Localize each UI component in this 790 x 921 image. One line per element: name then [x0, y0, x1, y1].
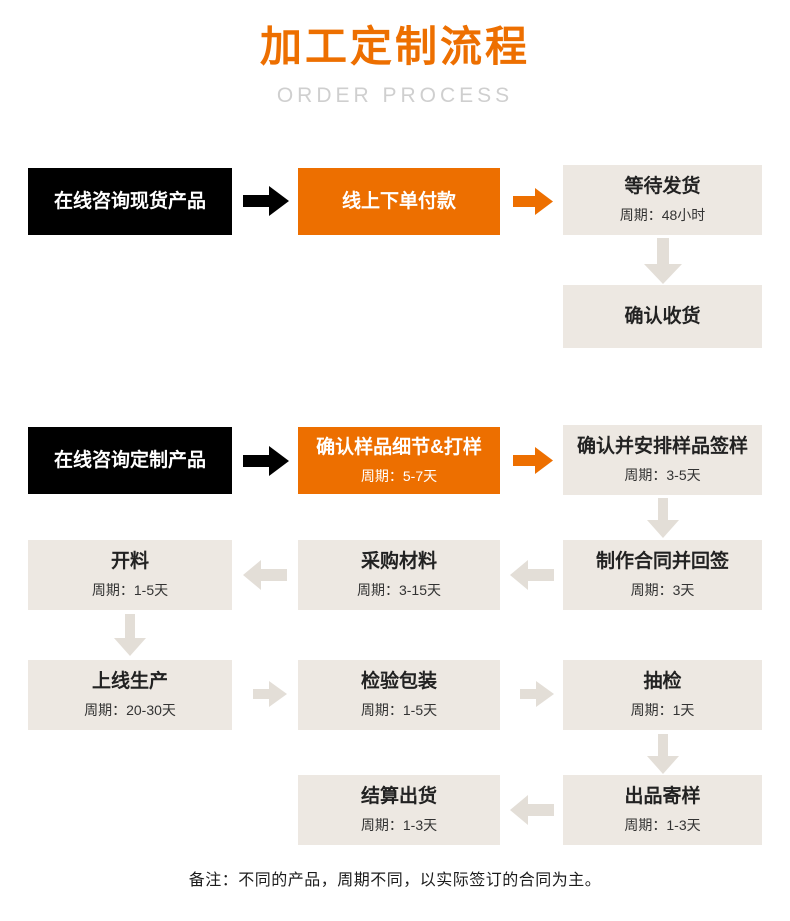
arrow-down-gray-to-shipsample [647, 734, 679, 774]
arrow-right-black-custom [243, 446, 289, 476]
step-duration: 周期：1天 [630, 702, 695, 718]
step-title: 结算出货 [360, 786, 437, 807]
arrow-down-gray-to-contract [647, 498, 679, 538]
step-cut-materials[interactable]: 开料 周期：1-5天 [28, 540, 232, 610]
step-title: 开料 [110, 551, 149, 572]
arrow-down-gray-stock [644, 238, 682, 284]
step-title: 制作合同并回签 [595, 551, 729, 572]
step-title: 确认样品细节&打样 [316, 436, 482, 458]
arrow-left-gray-to-cutting [243, 560, 287, 590]
step-settle-shipment[interactable]: 结算出货 周期：1-3天 [298, 775, 500, 845]
step-duration: 周期：1-3天 [360, 817, 438, 833]
step-duration: 周期：5-7天 [360, 467, 438, 484]
arrow-right-orange-stock [513, 188, 553, 215]
arrow-left-gray-to-settlement [510, 795, 554, 825]
step-title: 采购材料 [360, 551, 437, 572]
step-start-production[interactable]: 上线生产 周期：20-30天 [28, 660, 232, 730]
step-title: 在线咨询现货产品 [53, 190, 206, 212]
step-title: 等待发货 [624, 176, 701, 197]
step-duration: 周期：48小时 [619, 207, 706, 223]
step-duration: 周期：1-5天 [360, 702, 438, 718]
step-confirm-receipt[interactable]: 确认收货 [563, 285, 762, 348]
step-await-shipment[interactable]: 等待发货 周期：48小时 [563, 165, 762, 235]
step-duration: 周期：1-3天 [624, 817, 701, 833]
step-title: 线上下单付款 [341, 190, 456, 212]
step-duration: 周期：3天 [630, 582, 695, 598]
page-header: 加工定制流程 ORDER PROCESS [0, 20, 790, 112]
page-subtitle: ORDER PROCESS [276, 84, 514, 107]
step-purchase-materials[interactable]: 采购材料 周期：3-15天 [298, 540, 500, 610]
step-title: 确认收货 [624, 305, 701, 327]
step-arrange-sample-signoff[interactable]: 确认并安排样品签样 周期：3-5天 [563, 425, 762, 495]
step-duration: 周期：20-30天 [84, 702, 176, 718]
arrow-right-black-stock [243, 186, 289, 216]
step-custom-inquiry[interactable]: 在线咨询定制产品 [28, 427, 232, 494]
step-title: 在线咨询定制产品 [53, 449, 206, 471]
step-online-order-payment[interactable]: 线上下单付款 [298, 168, 500, 235]
step-title: 检验包装 [360, 671, 437, 692]
step-duration: 周期：1-5天 [91, 582, 169, 598]
arrow-right-gray-to-inspection [253, 681, 287, 707]
step-spot-check[interactable]: 抽检 周期：1天 [563, 660, 762, 730]
step-title: 抽检 [643, 671, 682, 692]
step-inspect-package[interactable]: 检验包装 周期：1-5天 [298, 660, 500, 730]
arrow-left-gray-to-materials [510, 560, 554, 590]
arrow-right-orange-custom [513, 447, 553, 474]
step-duration: 周期：3-5天 [624, 467, 701, 483]
step-title: 上线生产 [91, 671, 168, 692]
page-title: 加工定制流程 [259, 23, 530, 70]
step-confirm-sample-details[interactable]: 确认样品细节&打样 周期：5-7天 [298, 427, 500, 494]
step-duration: 周期：3-15天 [356, 582, 442, 598]
step-stock-inquiry[interactable]: 在线咨询现货产品 [28, 168, 232, 235]
step-title: 出品寄样 [624, 786, 701, 807]
step-contract-signback[interactable]: 制作合同并回签 周期：3天 [563, 540, 762, 610]
step-title: 确认并安排样品签样 [576, 436, 748, 457]
footer-note: 备注：不同的产品，周期不同，以实际签订的合同为主。 [188, 872, 602, 889]
arrow-down-gray-to-production [114, 614, 146, 656]
step-ship-sample[interactable]: 出品寄样 周期：1-3天 [563, 775, 762, 845]
arrow-right-gray-to-spotcheck [520, 681, 554, 707]
